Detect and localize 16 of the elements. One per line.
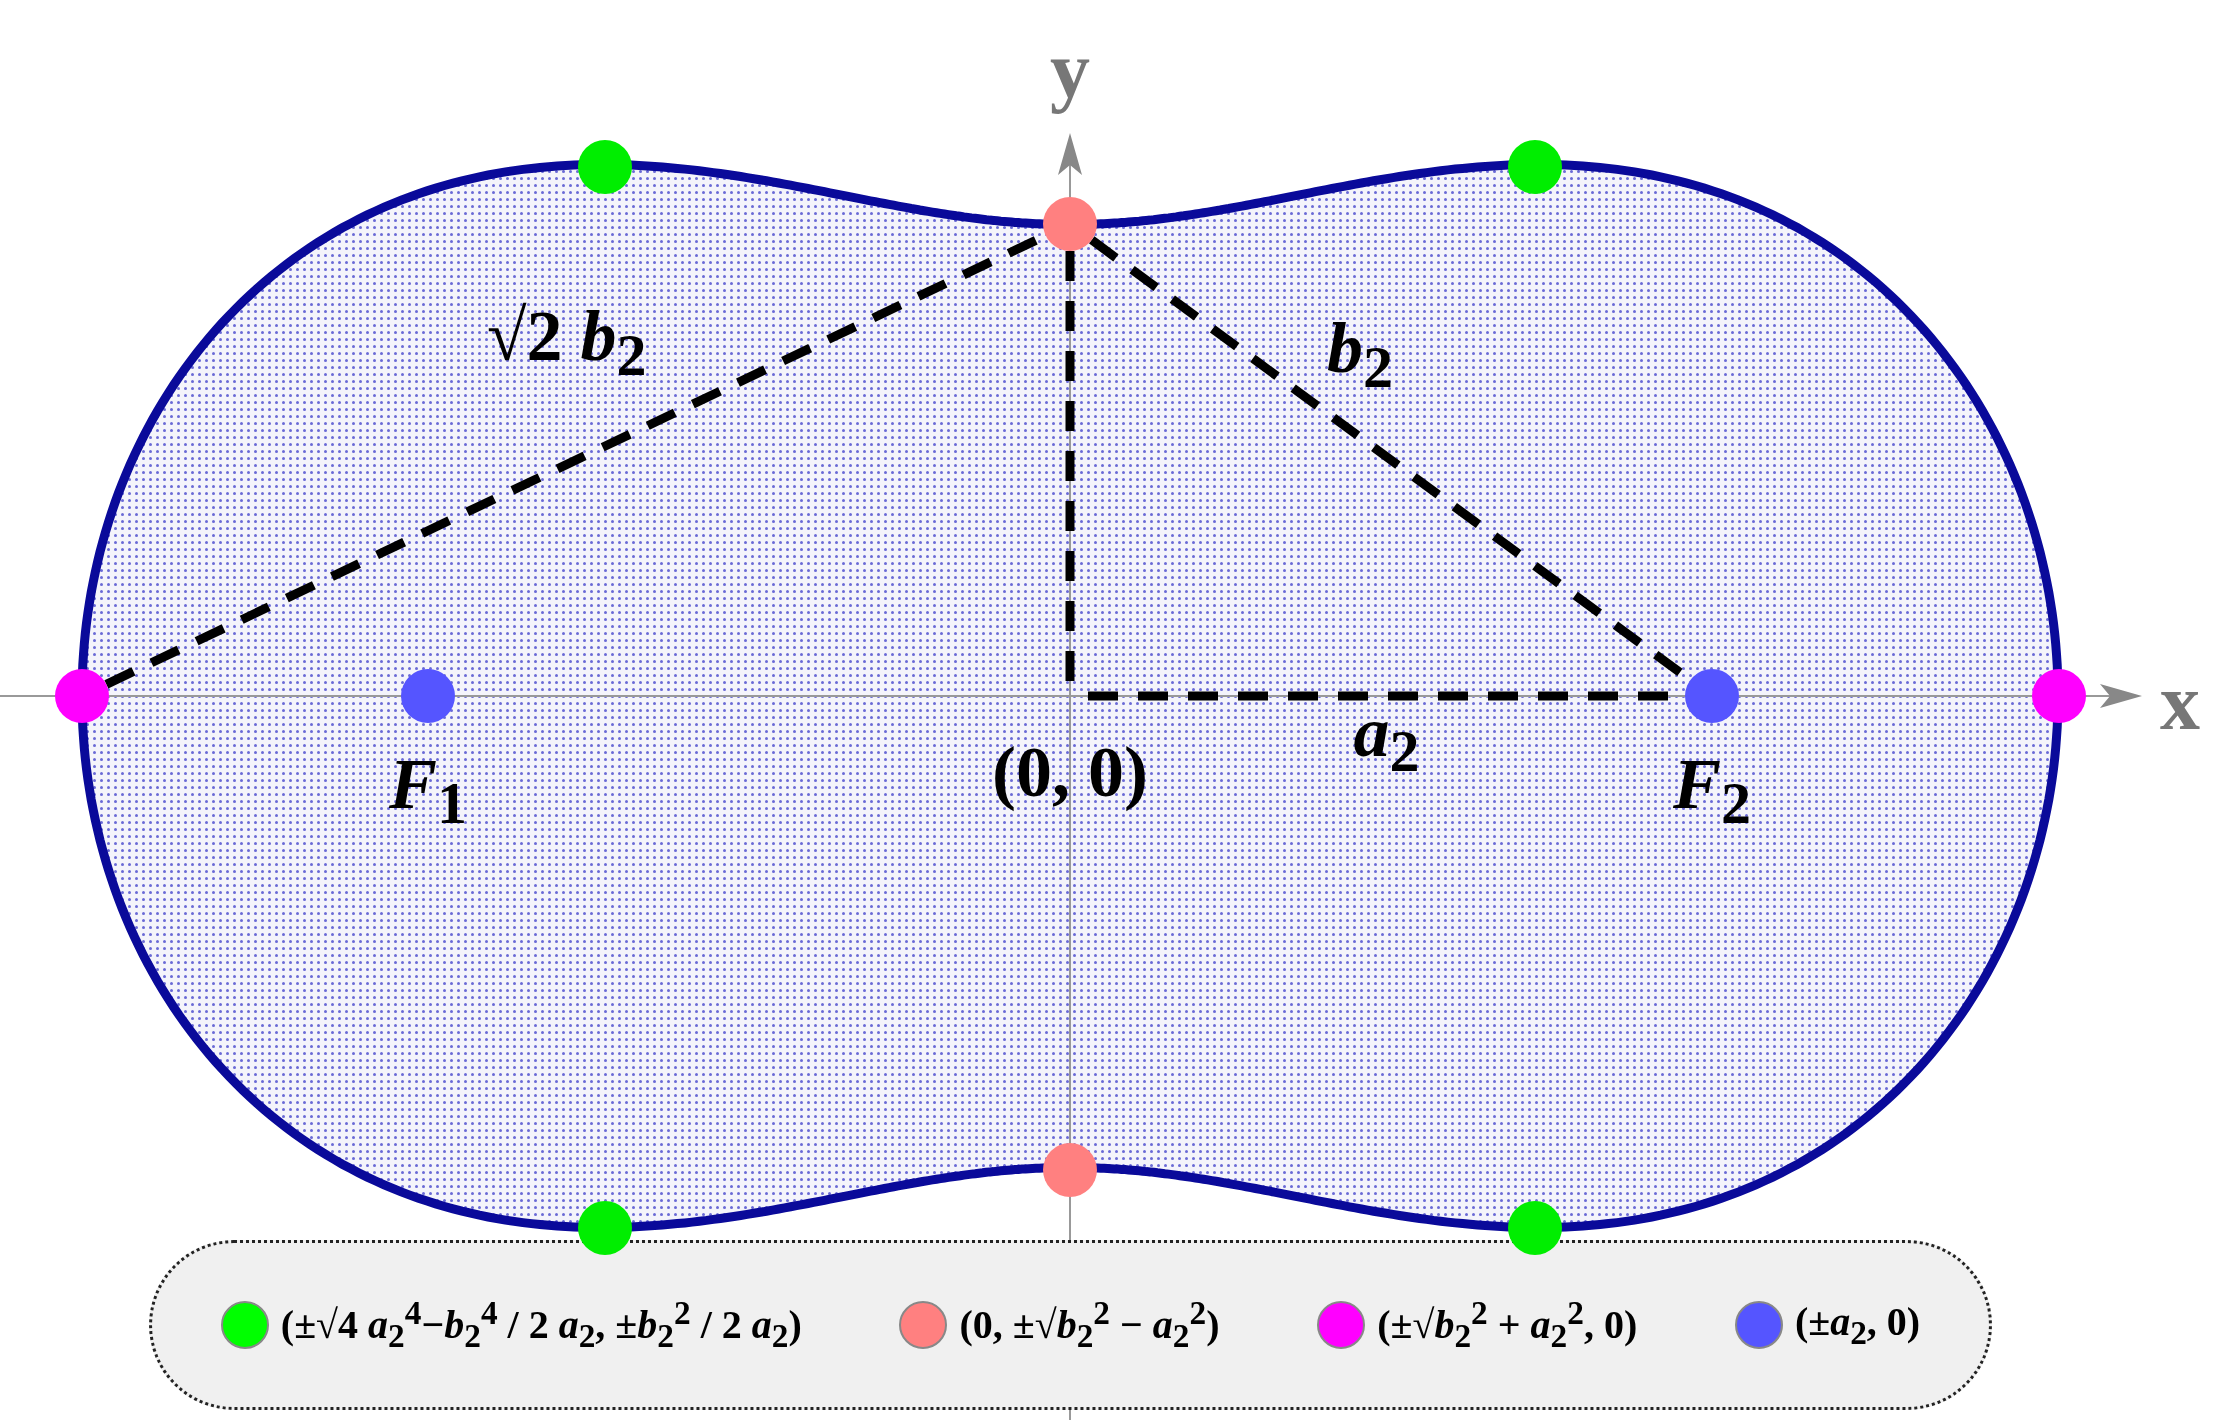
point-marker — [2032, 669, 2086, 723]
edge-label: b$_{2}$ — [1327, 312, 1393, 398]
legend-label: (0, ±√b$_{2}$$^{2}$ − a$_{2}$$^{2}$) — [959, 1294, 1220, 1356]
point-marker — [1043, 197, 1097, 251]
edge-label: √2 b$_{2}$ — [487, 300, 647, 386]
axis-label: x — [2160, 662, 2200, 742]
point-label: F$_{1}$ — [389, 748, 468, 834]
legend-label: (±a$_{2}$, 0) — [1794, 1298, 1921, 1352]
point-marker — [55, 669, 109, 723]
legend-label: (±√b$_{2}$$^{2}$ + a$_{2}$$^{2}$, 0) — [1377, 1294, 1638, 1356]
edge-label: a$_{2}$ — [1353, 696, 1420, 782]
point-marker — [578, 140, 632, 194]
legend-label: (±√4 a$_{2}$$^{4}$−b$_{2}$$^{4}$ / 2 a$_{2}$, ±b$_{2}$$^{2}$ / 2 a$_{2}$) — [280, 1294, 802, 1356]
point-label: F$_{2}$ — [1673, 748, 1752, 834]
point-marker — [1508, 140, 1562, 194]
point-marker — [1043, 1143, 1097, 1197]
